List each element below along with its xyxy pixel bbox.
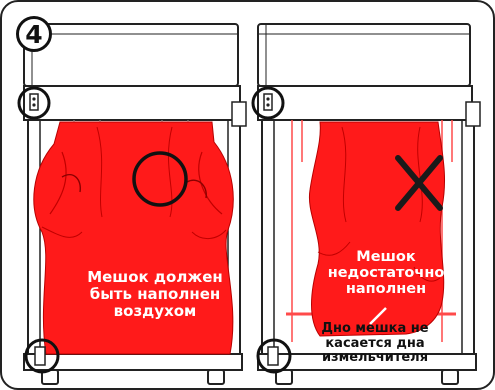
label-bag-underfilled: Мешок недостаточно наполнен xyxy=(324,249,448,298)
label-bag-bottom: Дно мешка не касается дна измельчителя xyxy=(300,322,450,366)
bag-underfilled xyxy=(309,122,444,336)
label-bag-filled: Мешок должен быть наполнен воздухом xyxy=(70,269,240,319)
step-number-badge: 4 xyxy=(16,16,52,52)
